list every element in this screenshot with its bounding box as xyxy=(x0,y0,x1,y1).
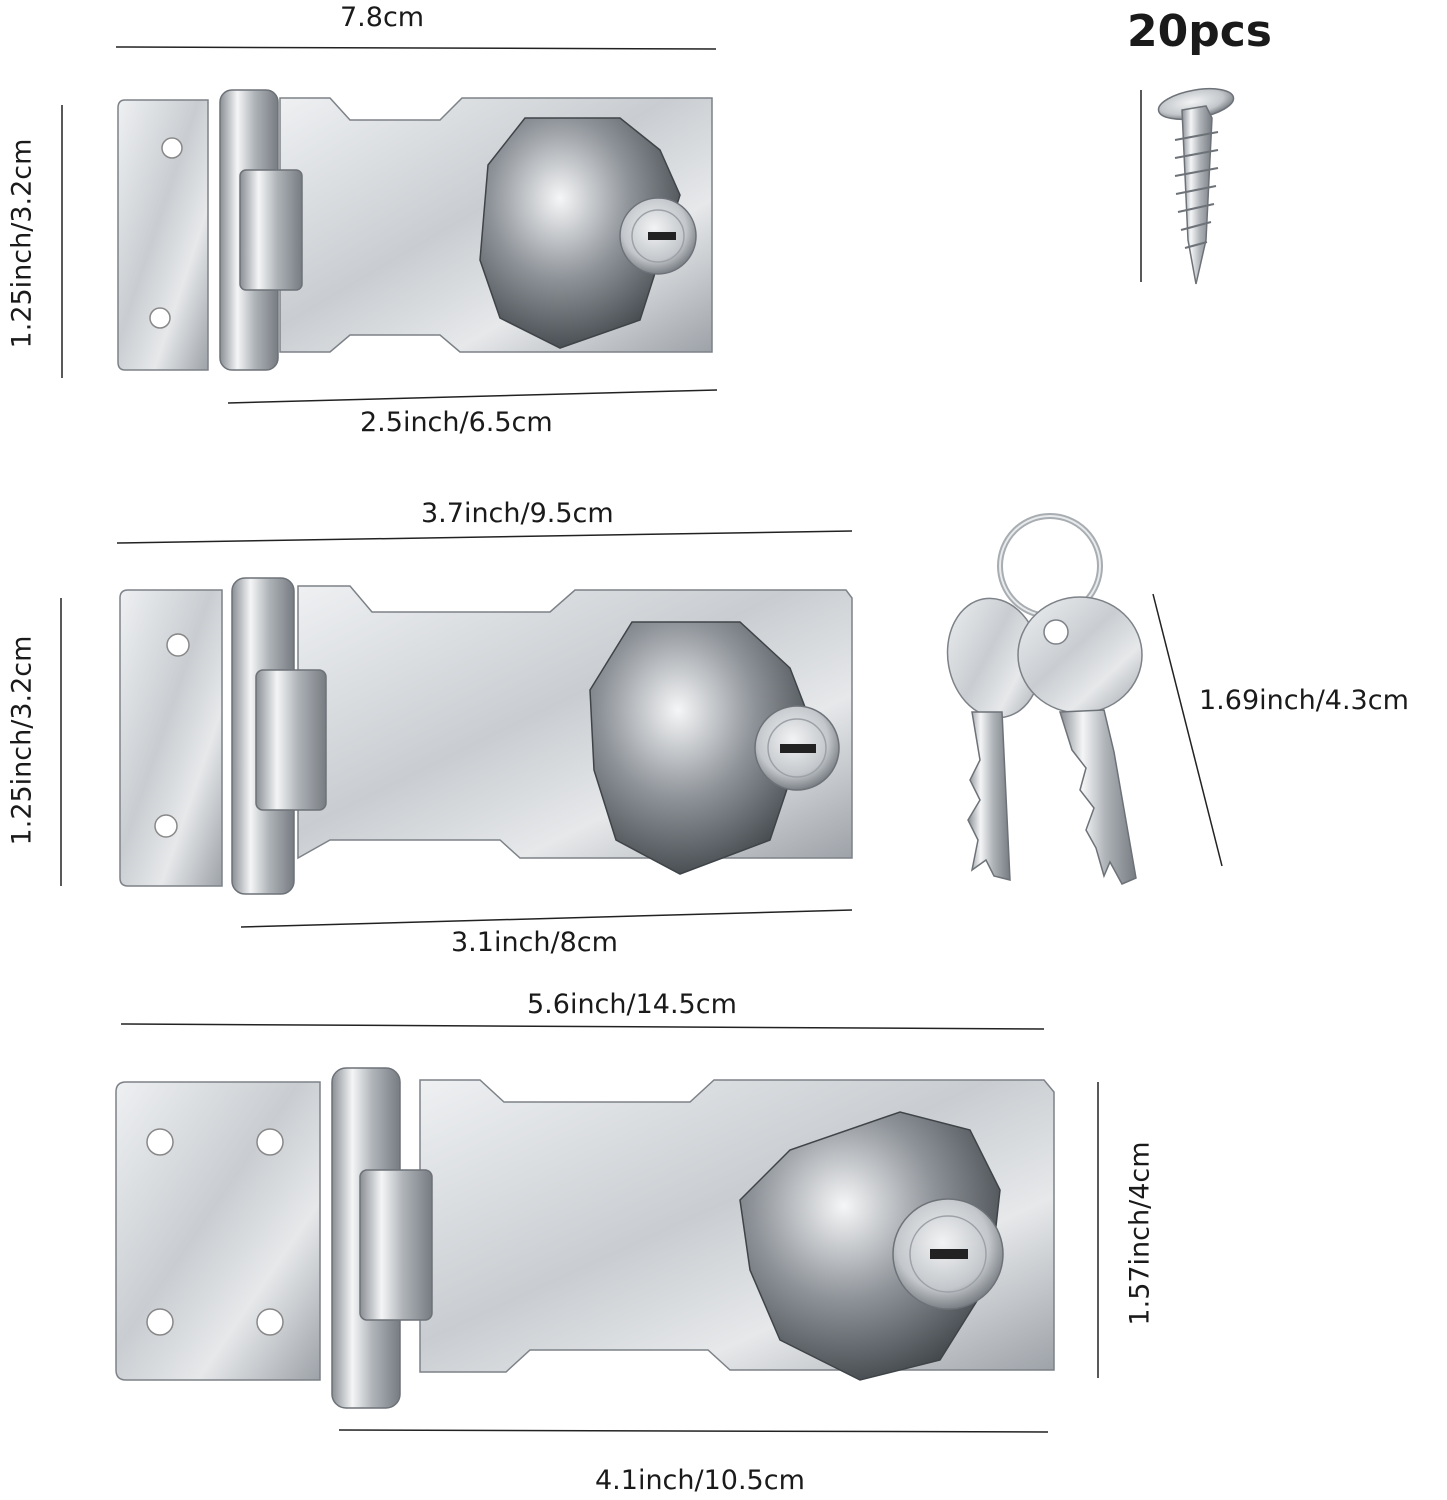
large-width-top-label: 5.6inch/14.5cm xyxy=(527,989,737,1020)
small-bottom-dimension-line xyxy=(227,389,718,404)
medium-bottom-dimension-line xyxy=(240,909,853,928)
small-width-bottom-label: 2.5inch/6.5cm xyxy=(360,407,553,438)
small-hasp xyxy=(117,89,713,371)
large-height-label: 1.57inch/4cm xyxy=(1124,1141,1156,1326)
large-width-bottom-label: 4.1inch/10.5cm xyxy=(595,1465,805,1496)
screw-count-label: 20pcs xyxy=(1127,6,1272,57)
medium-top-dimension-line xyxy=(116,530,853,544)
medium-hasp xyxy=(119,577,853,895)
large-hasp xyxy=(115,1067,1055,1409)
keys-icon xyxy=(946,513,1143,885)
key-length-label: 1.69inch/4.3cm xyxy=(1199,685,1409,716)
small-top-dimension-line xyxy=(115,46,717,50)
key-dimension-line xyxy=(1152,593,1223,867)
medium-width-bottom-label: 3.1inch/8cm xyxy=(451,927,618,958)
medium-width-top-label: 3.7inch/9.5cm xyxy=(421,498,614,529)
screw-icon xyxy=(1157,87,1235,285)
small-height-label: 1.25inch/3.2cm xyxy=(6,138,38,349)
large-bottom-dimension-line xyxy=(338,1429,1049,1433)
large-top-dimension-line xyxy=(120,1023,1045,1030)
medium-height-label: 1.25inch/3.2cm xyxy=(6,635,38,846)
small-width-top-label: 7.8cm xyxy=(340,2,425,33)
